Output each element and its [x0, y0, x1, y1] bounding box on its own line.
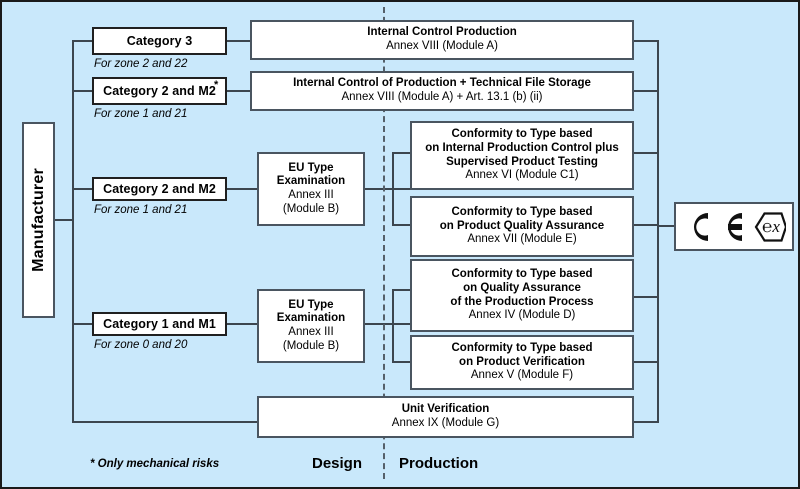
eu-type-examination-box-upper: EU Type Examination Annex III (Module B)	[257, 152, 365, 226]
connector-trunk-to-category-1-m1	[72, 323, 94, 325]
category-box-2-m2: Category 2 and M2	[92, 177, 227, 201]
connector-procedure-2-to-collector	[632, 90, 659, 92]
connector-collector-vertical	[657, 40, 659, 423]
category-box-2-m2-star: Category 2 and M2	[92, 77, 227, 105]
footnote-marker-asterisk: *	[214, 79, 219, 91]
procedure-line: Conformity to Type based	[451, 206, 593, 219]
procedure-line: Conformity to Type based	[451, 342, 593, 355]
procedure-line: Conformity to Type based	[451, 128, 593, 141]
procedure-line: on Product Verification	[459, 355, 585, 368]
connector-procedure-4-to-collector	[632, 224, 659, 226]
connector-eu-type-lower-to-split	[365, 323, 410, 325]
category-label: Category 2 and M2	[103, 83, 216, 98]
connector-split-upper-vertical	[392, 152, 394, 226]
eu-type-line-1: EU Type	[288, 298, 334, 311]
category-label: Category 1 and M1	[103, 316, 216, 331]
eu-type-line-3: Annex III	[288, 189, 334, 201]
connector-trunk-to-category-2-m2	[72, 188, 94, 190]
connector-procedure-5-to-collector	[632, 296, 659, 298]
eu-type-line-4: (Module B)	[282, 202, 340, 215]
procedure-box-internal-control-technical-file: Internal Control of Production + Technic…	[250, 71, 634, 111]
eu-type-line-4: (Module B)	[282, 339, 340, 352]
section-label-design: Design	[312, 455, 363, 472]
procedure-annex: Annex VIII (Module A)	[386, 40, 498, 52]
eu-type-line-2: Examination	[276, 175, 346, 188]
connector-procedure-3-to-collector	[632, 152, 659, 154]
connector-split-upper-to-c1	[392, 152, 412, 154]
connector-split-lower-vertical	[392, 289, 394, 363]
manufacturer-box: Manufacturer	[22, 122, 55, 318]
connector-split-upper-to-e	[392, 224, 412, 226]
ce-ex-marking-box: ℮x	[674, 202, 794, 251]
procedure-box-module-c1: Conformity to Type based on Internal Pro…	[410, 121, 634, 190]
procedure-line: Unit Verification	[401, 403, 490, 416]
procedure-line: on Product Quality Assurance	[439, 219, 605, 232]
procedure-line: Internal Control of Production + Technic…	[293, 77, 591, 90]
procedure-annex: Annex VIII (Module A) + Art. 13.1 (b) (i…	[341, 91, 543, 103]
procedure-box-module-d: Conformity to Type based on Quality Assu…	[410, 259, 634, 332]
connector-procedure-7-to-collector	[632, 421, 659, 423]
procedure-annex: Annex V (Module F)	[470, 369, 574, 382]
procedure-line: on Quality Assurance	[463, 281, 581, 294]
procedure-box-unit-verification: Unit Verification Annex IX (Module G)	[257, 396, 634, 438]
connector-collector-to-ce-mark	[657, 225, 676, 227]
connector-trunk-to-category-3	[72, 40, 94, 42]
category-zone-label: For zone 2 and 22	[94, 58, 188, 70]
connector-category-2-m2-star-to-procedure	[227, 90, 250, 92]
procedure-annex: Annex VI (Module C1)	[465, 169, 579, 182]
ce-ex-icon: ℮x	[694, 211, 786, 242]
procedure-line: Internal Control Production	[367, 26, 517, 39]
footnote-text: * Only mechanical risks	[90, 458, 220, 470]
connector-procedure-1-to-collector	[632, 40, 659, 42]
manufacturer-label: Manufacturer	[29, 168, 47, 272]
connector-eu-type-upper-to-split	[365, 188, 410, 190]
connector-category-2-m2-to-eu-type	[227, 188, 257, 190]
category-zone-label: For zone 1 and 21	[94, 204, 188, 216]
category-box-3: Category 3	[92, 27, 227, 55]
design-production-divider	[383, 7, 385, 479]
procedure-annex: Annex IV (Module D)	[468, 309, 576, 322]
connector-split-lower-to-f	[392, 361, 412, 363]
svg-text:℮x: ℮x	[762, 217, 780, 236]
procedure-box-module-f: Conformity to Type based on Product Veri…	[410, 335, 634, 390]
connector-procedure-6-to-collector	[632, 361, 659, 363]
procedure-line: of the Production Process	[450, 295, 594, 308]
procedure-box-internal-control-production: Internal Control Production Annex VIII (…	[250, 20, 634, 60]
eu-type-line-2: Examination	[276, 312, 346, 325]
connector-split-lower-to-d	[392, 289, 412, 291]
connector-category-1-m1-to-eu-type	[227, 323, 257, 325]
procedure-annex: Annex IX (Module G)	[391, 417, 500, 429]
category-zone-label: For zone 0 and 20	[94, 339, 188, 351]
category-zone-label: For zone 1 and 21	[94, 108, 188, 120]
category-label: Category 3	[126, 33, 193, 48]
procedure-line: on Internal Production Control plus	[425, 141, 619, 154]
connector-manufacturer-trunk	[55, 219, 74, 221]
section-label-production: Production	[399, 455, 479, 472]
connector-trunk-to-unit-verification	[72, 421, 259, 423]
procedure-line: Conformity to Type based	[451, 268, 593, 281]
eu-type-line-1: EU Type	[288, 161, 334, 174]
connector-trunk-to-category-2-m2-star	[72, 90, 94, 92]
eu-type-examination-box-lower: EU Type Examination Annex III (Module B)	[257, 289, 365, 363]
procedure-line: Supervised Product Testing	[446, 155, 598, 168]
procedure-annex: Annex VII (Module E)	[467, 233, 577, 246]
procedure-box-module-e: Conformity to Type based on Product Qual…	[410, 196, 634, 257]
category-box-1-m1: Category 1 and M1	[92, 312, 227, 336]
category-label: Category 2 and M2	[103, 181, 216, 196]
eu-type-line-3: Annex III	[288, 326, 334, 338]
connector-trunk-vertical	[72, 40, 74, 423]
connector-category-3-to-procedure	[227, 40, 250, 42]
